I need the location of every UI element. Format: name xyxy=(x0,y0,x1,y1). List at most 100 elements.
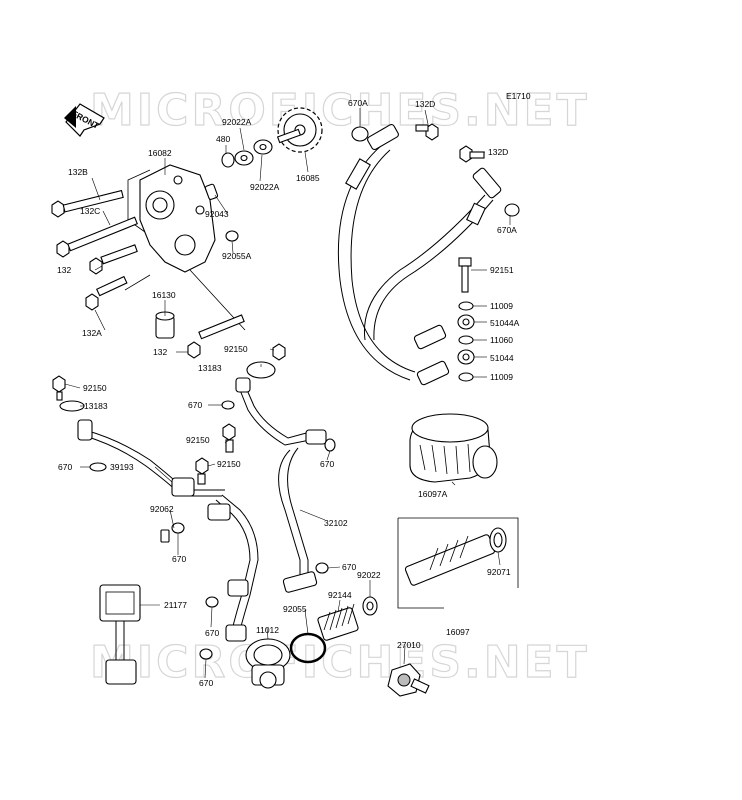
label-11009-1: 11009 xyxy=(490,301,513,311)
circlip-480 xyxy=(221,152,235,168)
relief-valve-11012 xyxy=(245,638,291,689)
collar-16130 xyxy=(155,311,175,339)
label-92150-d: 92150 xyxy=(217,459,241,469)
part-labels: 16082 480 92022A 92022A 16085 670A 132D … xyxy=(57,98,520,688)
label-670a-1: 670A xyxy=(348,98,368,108)
label-92071: 92071 xyxy=(487,567,511,577)
label-11060: 11060 xyxy=(490,335,513,345)
banjo-51044a xyxy=(457,314,475,330)
label-132: 132 xyxy=(57,265,71,275)
label-11012: 11012 xyxy=(256,625,279,635)
oring-670-c xyxy=(324,438,336,452)
oil-pipe-32102 xyxy=(235,377,327,593)
oring-670a-1 xyxy=(351,126,369,142)
label-92055: 92055 xyxy=(283,604,307,614)
oil-hose-assembly xyxy=(337,123,502,386)
label-16082: 16082 xyxy=(148,148,172,158)
bolt-132c xyxy=(56,216,138,258)
diagram-code: E1710 xyxy=(506,91,531,101)
label-32102: 32102 xyxy=(324,518,348,528)
bolt-132a xyxy=(85,275,128,311)
plug-92062 xyxy=(160,529,170,543)
watermark-bottom: MICROFICHES.NET xyxy=(90,637,590,688)
label-480: 480 xyxy=(216,134,230,144)
bolt-92150-b xyxy=(272,343,286,361)
label-13183-b: 13183 xyxy=(84,401,108,411)
washer-11060 xyxy=(458,335,474,345)
banjo-bolt-92151 xyxy=(458,257,472,293)
front-arrow-icon: FRONT xyxy=(64,103,105,137)
oil-switch-21177 xyxy=(99,584,141,685)
label-51044a: 51044A xyxy=(490,318,520,328)
label-16097: 16097 xyxy=(446,627,470,637)
leader-lines xyxy=(64,108,511,679)
bolt-132b xyxy=(51,189,124,218)
banjo-51044 xyxy=(457,349,475,365)
bolt-132-lower xyxy=(187,314,245,359)
label-39193: 39193 xyxy=(110,462,134,472)
plate-13183-b xyxy=(246,361,276,379)
label-670-e: 670 xyxy=(172,554,186,564)
bolt-132 xyxy=(89,244,138,275)
label-132d-1: 132D xyxy=(415,99,435,109)
label-92151: 92151 xyxy=(490,265,514,275)
label-670-a: 670 xyxy=(188,400,202,410)
oring-670-a xyxy=(89,462,107,472)
spring-92144 xyxy=(317,603,359,641)
pin-92043 xyxy=(204,183,219,200)
label-51044: 51044 xyxy=(490,353,514,363)
label-16085: 16085 xyxy=(296,173,320,183)
label-670-f: 670 xyxy=(205,628,219,638)
label-92144: 92144 xyxy=(328,590,352,600)
washer-92022 xyxy=(362,596,378,616)
label-11009-2: 11009 xyxy=(490,372,513,382)
label-92150-c: 92150 xyxy=(186,435,210,445)
pressure-switch-27010 xyxy=(387,663,430,697)
label-670-g: 670 xyxy=(199,678,213,688)
label-670-d: 670 xyxy=(342,562,356,572)
bolt-132d-1 xyxy=(415,123,439,141)
oring-92055a xyxy=(225,230,239,242)
bolt-92150-c xyxy=(222,423,236,453)
label-132b: 132B xyxy=(68,167,88,177)
label-92150-a: 92150 xyxy=(224,344,248,354)
watermark-top: MICROFICHES.NET xyxy=(90,85,590,136)
label-92022a-2: 92022A xyxy=(250,182,280,192)
label-132a: 132A xyxy=(82,328,102,338)
label-670-b: 670 xyxy=(58,462,72,472)
label-16130: 16130 xyxy=(152,290,176,300)
washer-92022a-1 xyxy=(234,150,254,166)
oil-pipe-lower xyxy=(207,494,259,642)
label-13183-a: 13183 xyxy=(198,363,222,373)
bolt-92150-a xyxy=(52,375,66,401)
label-16097a: 16097A xyxy=(418,489,448,499)
label-27010: 27010 xyxy=(397,640,421,650)
oring-670a-2 xyxy=(504,203,520,217)
washer-11009-2 xyxy=(458,372,474,382)
oil-filter-16097a xyxy=(409,413,498,483)
label-21177: 21177 xyxy=(164,600,187,610)
label-132-lower: 132 xyxy=(153,347,167,357)
label-92150-b: 92150 xyxy=(83,383,107,393)
label-92055a: 92055A xyxy=(222,251,252,261)
washer-92022a-2 xyxy=(253,139,273,155)
label-670-c: 670 xyxy=(320,459,334,469)
label-132c: 132C xyxy=(80,206,100,216)
oring-670-f xyxy=(205,596,219,608)
label-92062: 92062 xyxy=(150,504,174,514)
label-92022: 92022 xyxy=(357,570,381,580)
bolt-92150-d xyxy=(195,457,209,485)
oring-670-b xyxy=(221,400,235,410)
oring-670-d xyxy=(315,562,329,574)
oring-92071 xyxy=(489,527,507,553)
label-132d-2: 132D xyxy=(488,147,508,157)
label-670a-2: 670A xyxy=(497,225,517,235)
label-92022a-1: 92022A xyxy=(222,117,252,127)
washer-11009-1 xyxy=(458,301,474,311)
oil-pump-body xyxy=(127,164,216,273)
gear-16085 xyxy=(276,107,323,153)
oil-pipe-39193 xyxy=(77,419,225,497)
oring-670-g xyxy=(199,648,213,660)
label-92043: 92043 xyxy=(205,209,229,219)
